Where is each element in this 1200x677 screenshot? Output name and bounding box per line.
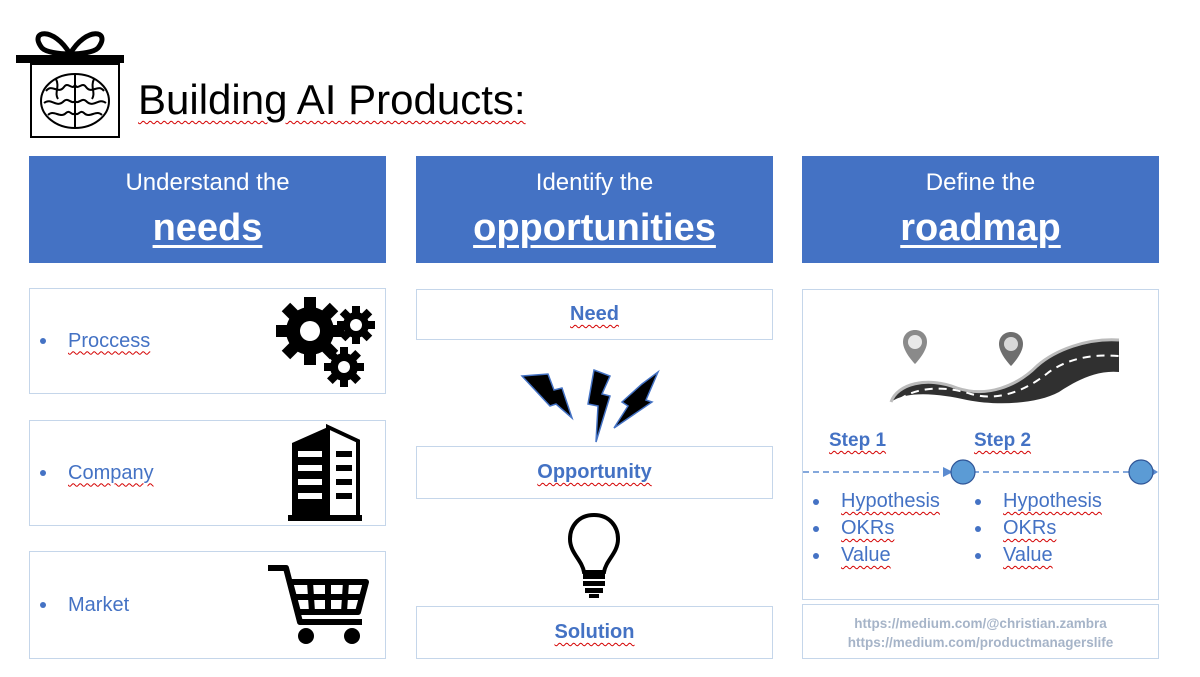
header-needs-subtitle: Understand the — [125, 169, 290, 196]
step-1-label[interactable]: Step 1 — [829, 430, 887, 451]
shopping-cart-icon — [268, 565, 369, 644]
timeline-arrow — [803, 459, 1158, 485]
opportunity-opportunity-box: Opportunity — [416, 446, 773, 499]
step-1-list: Hypothesis OKRs Value — [813, 488, 940, 569]
opportunity-solution-box: Solution — [416, 606, 773, 659]
header-roadmap-subtitle: Define the — [925, 169, 1036, 196]
header-roadmap: Define the roadmap — [802, 156, 1159, 263]
step-1-marker — [950, 459, 976, 485]
step-2-list: Hypothesis OKRs Value — [975, 488, 1102, 569]
header-needs: Understand the needs — [29, 156, 386, 263]
bullet — [40, 602, 46, 608]
lightbulb-icon — [567, 512, 621, 598]
logo-frame — [30, 63, 120, 138]
list-item: Hypothesis — [975, 488, 1102, 515]
step-2-marker — [1128, 459, 1154, 485]
brain-icon — [40, 73, 110, 129]
author-link[interactable]: https://medium.com/@christian.zambra — [854, 616, 1107, 631]
bullet — [40, 470, 46, 476]
solution-label[interactable]: Solution — [554, 621, 635, 643]
list-item: Hypothesis — [813, 488, 940, 515]
opportunity-label[interactable]: Opportunity — [537, 461, 652, 483]
building-icon — [288, 423, 362, 521]
header-opportunities-subtitle: Identify the — [535, 169, 654, 196]
needs-item-company: Company — [29, 420, 386, 526]
gift-bow-icon — [14, 22, 126, 66]
roadmap-box: Step 1 Step 2 Hypothesis OKRs Value Hypo… — [802, 289, 1159, 600]
lightning-bolts-icon — [520, 368, 660, 443]
needs-item-label[interactable]: Company — [68, 461, 154, 484]
step-2-label[interactable]: Step 2 — [974, 430, 1032, 451]
header-opportunities: Identify the opportunities — [416, 156, 773, 263]
list-item: Value — [975, 542, 1102, 569]
links-box: https://medium.com/@christian.zambra htt… — [802, 604, 1159, 659]
header-roadmap-title: roadmap — [900, 207, 1061, 249]
list-item: Value — [813, 542, 940, 569]
page-title: Building AI Products: — [138, 76, 526, 123]
list-item: OKRs — [813, 515, 940, 542]
needs-item-label[interactable]: Proccess — [68, 329, 151, 352]
needs-item-market: Market — [29, 551, 386, 659]
need-label[interactable]: Need — [570, 303, 619, 325]
publication-link[interactable]: https://medium.com/productmanagerslife — [847, 635, 1114, 650]
needs-item-process: Proccess — [29, 288, 386, 394]
opportunity-need-box: Need — [416, 289, 773, 340]
road-map-icon — [889, 330, 1120, 404]
needs-item-label[interactable]: Market — [68, 593, 130, 616]
gears-icon — [276, 297, 375, 387]
header-needs-title: needs — [152, 207, 263, 249]
bullet — [40, 338, 46, 344]
header-opportunities-title: opportunities — [473, 207, 716, 249]
list-item: OKRs — [975, 515, 1102, 542]
